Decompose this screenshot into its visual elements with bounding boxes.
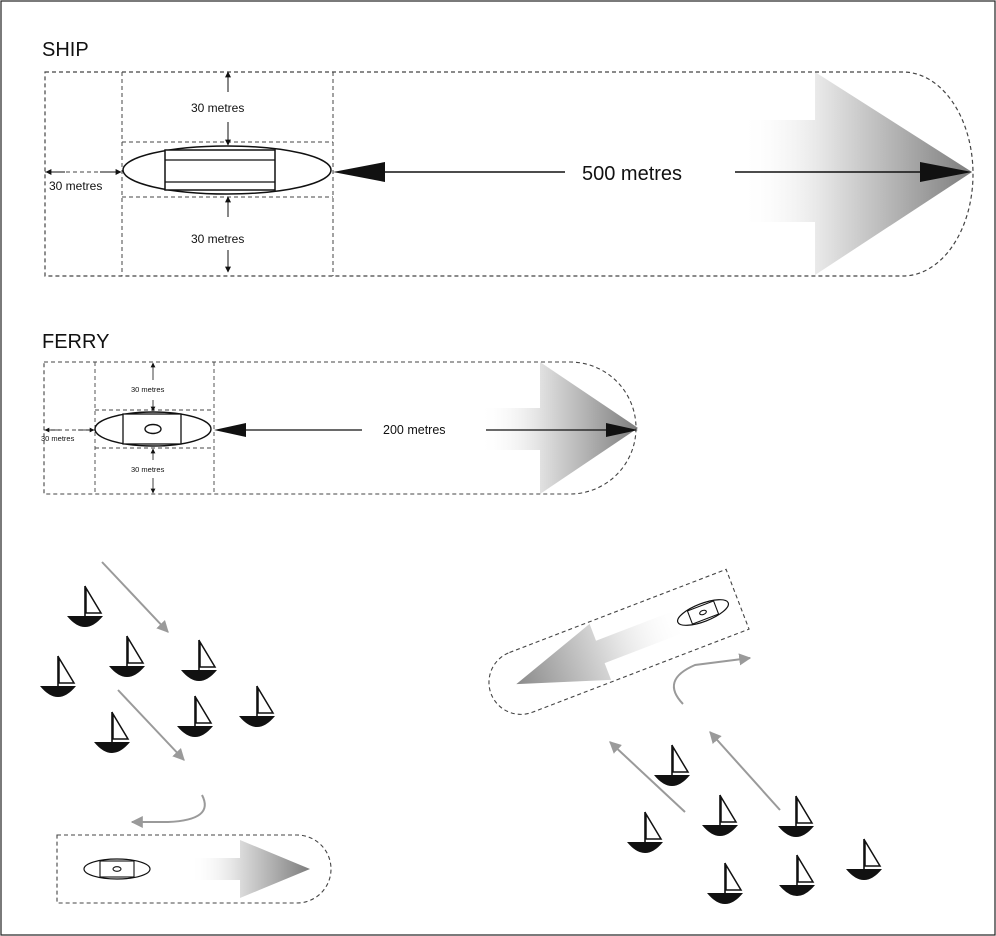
ferry-icon — [83, 858, 151, 880]
sailboat-icon — [778, 854, 816, 897]
ferry-clearance-top-label: 30 metres — [131, 385, 165, 394]
sailboat-icon — [108, 635, 146, 678]
ship-title: SHIP — [42, 39, 89, 61]
ferry-icon — [677, 599, 730, 626]
ferry-direction-arrow-rotated — [516, 608, 689, 685]
sailboat-icon — [845, 838, 883, 881]
ferry-icon — [94, 411, 212, 447]
ferry-clearance-bottom-label: 30 metres — [131, 465, 165, 474]
ship-section: SHIP 30 metres 30 metres 30 metres — [42, 39, 974, 277]
scenario-right — [488, 568, 883, 905]
scenario-left — [39, 561, 332, 904]
ship-clearance-top-label: 30 metres — [191, 101, 244, 115]
sailboat-icon — [176, 695, 214, 738]
ship-icon — [122, 145, 332, 195]
sailboat-icon — [653, 744, 691, 787]
sailboat-icon — [39, 655, 77, 698]
ship-distance-label: 500 metres — [582, 163, 682, 185]
ferry-title: FERRY — [42, 331, 109, 353]
ship-exclusion-zone — [44, 71, 974, 277]
ship-direction-arrow — [740, 72, 972, 275]
sailboat-icon — [238, 685, 276, 728]
sailboat-icon — [701, 794, 739, 837]
boat-flow-arrow — [101, 561, 169, 633]
sailboat-icon — [706, 862, 744, 905]
sailboat-icon — [180, 639, 218, 682]
sailboat-icon — [93, 711, 131, 754]
sailboat-icon — [777, 795, 815, 838]
boat-flow-arrow — [609, 741, 686, 813]
ferry-direction-arrow-small — [190, 840, 310, 898]
ferry-zone-small — [56, 834, 332, 904]
ferry-exclusion-zone — [43, 361, 637, 495]
ferry-distance-label: 200 metres — [383, 423, 446, 437]
sailboat-icon — [626, 811, 664, 854]
ship-clearance-bottom-label: 30 metres — [191, 232, 244, 246]
sailboat-icon — [66, 585, 104, 628]
ferry-section: FERRY 30 metres 30 metres 30 metres 200 … — [41, 331, 638, 495]
ferry-zone-rotated — [488, 568, 750, 715]
ferry-direction-arrow — [480, 362, 638, 494]
ferry-turn-arrow — [672, 653, 752, 705]
ferry-turn-arrow — [130, 794, 206, 828]
ferry-clearance-stern-label: 30 metres — [41, 434, 75, 443]
boat-flow-arrow — [709, 731, 781, 811]
boat-flow-arrow — [117, 689, 185, 761]
ship-clearance-stern-label: 30 metres — [49, 179, 102, 193]
